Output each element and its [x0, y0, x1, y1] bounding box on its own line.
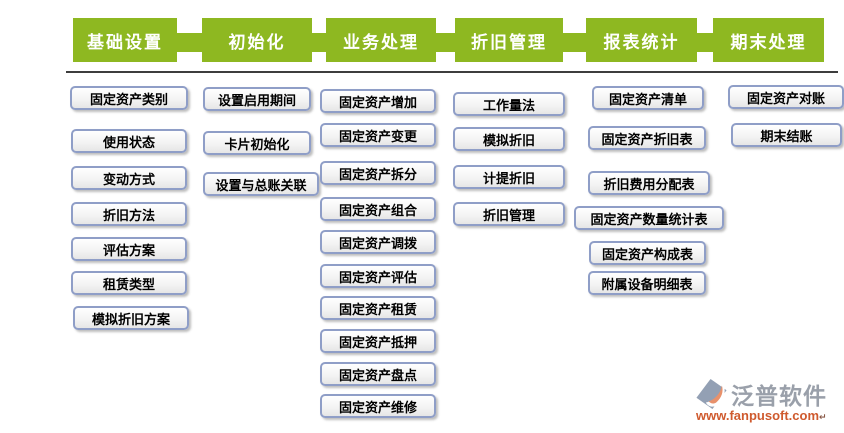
tab-period-end-processing[interactable]: 期末处理 [713, 18, 824, 62]
node-asset-transfer[interactable]: 固定资产调拨 [320, 230, 436, 254]
node-asset-mortgage[interactable]: 固定资产抵押 [320, 329, 436, 353]
tab-business-processing[interactable]: 业务处理 [326, 18, 436, 62]
node-simulated-depreciation[interactable]: 模拟折旧 [453, 127, 565, 151]
node-depreciation-expense-allocation-report[interactable]: 折旧费用分配表 [588, 171, 710, 195]
node-asset-split[interactable]: 固定资产拆分 [320, 161, 436, 185]
node-asset-reconciliation[interactable]: 固定资产对账 [728, 85, 844, 109]
tab-connector-3 [434, 33, 457, 52]
node-asset-combine[interactable]: 固定资产组合 [320, 197, 436, 221]
node-enable-period[interactable]: 设置启用期间 [203, 87, 311, 111]
fanpu-logo-icon [696, 378, 727, 410]
node-period-end-closing[interactable]: 期末结账 [731, 123, 842, 147]
node-simulated-depreciation-plan[interactable]: 模拟折旧方案 [73, 306, 189, 330]
node-asset-change[interactable]: 固定资产变更 [320, 123, 436, 147]
tab-depreciation-management[interactable]: 折旧管理 [455, 18, 563, 62]
node-asset-depreciation-report[interactable]: 固定资产折旧表 [588, 126, 706, 150]
node-asset-composition-report[interactable]: 固定资产构成表 [589, 241, 706, 265]
node-asset-inventory[interactable]: 固定资产盘点 [320, 362, 436, 386]
fanpu-website-url[interactable]: www.fanpusoft.com↵ [696, 408, 840, 423]
node-gl-link[interactable]: 设置与总账关联 [203, 172, 319, 196]
tab-connector-4 [561, 33, 588, 52]
tab-connector-2 [309, 33, 327, 52]
node-valuation-plan[interactable]: 评估方案 [71, 237, 187, 261]
node-asset-valuation[interactable]: 固定资产评估 [320, 264, 436, 288]
tab-initialization[interactable]: 初始化 [202, 18, 312, 62]
tab-connector-5 [695, 33, 715, 52]
node-asset-lease[interactable]: 固定资产租赁 [320, 296, 436, 320]
tab-connector-1 [176, 33, 203, 52]
node-depreciation-method[interactable]: 折旧方法 [71, 202, 187, 226]
node-attached-equipment-detail-report[interactable]: 附属设备明细表 [588, 271, 706, 295]
tab-report-statistics[interactable]: 报表统计 [586, 18, 697, 62]
node-lease-type[interactable]: 租赁类型 [71, 271, 187, 295]
node-accrue-depreciation[interactable]: 计提折旧 [453, 165, 565, 189]
tab-basic-settings[interactable]: 基础设置 [73, 18, 177, 62]
node-depreciation-management[interactable]: 折旧管理 [453, 202, 565, 226]
node-workload-method[interactable]: 工作量法 [453, 92, 565, 116]
node-usage-status[interactable]: 使用状态 [71, 129, 187, 153]
node-asset-add[interactable]: 固定资产增加 [320, 89, 436, 113]
paragraph-mark: ↵ [819, 412, 827, 422]
node-asset-category[interactable]: 固定资产类别 [70, 86, 188, 110]
fanpu-url-text: www.fanpusoft.com [696, 408, 820, 423]
node-change-mode[interactable]: 变动方式 [71, 166, 187, 190]
node-card-init[interactable]: 卡片初始化 [203, 131, 311, 155]
fanpu-watermark: 泛普软件 www.fanpusoft.com↵ [694, 377, 840, 423]
header-divider [66, 71, 838, 73]
node-asset-quantity-stats-report[interactable]: 固定资产数量统计表 [574, 206, 724, 230]
node-asset-repair[interactable]: 固定资产维修 [320, 394, 436, 418]
fanpu-logo-text: 泛普软件 [731, 383, 827, 409]
node-asset-list-report[interactable]: 固定资产清单 [592, 86, 704, 110]
